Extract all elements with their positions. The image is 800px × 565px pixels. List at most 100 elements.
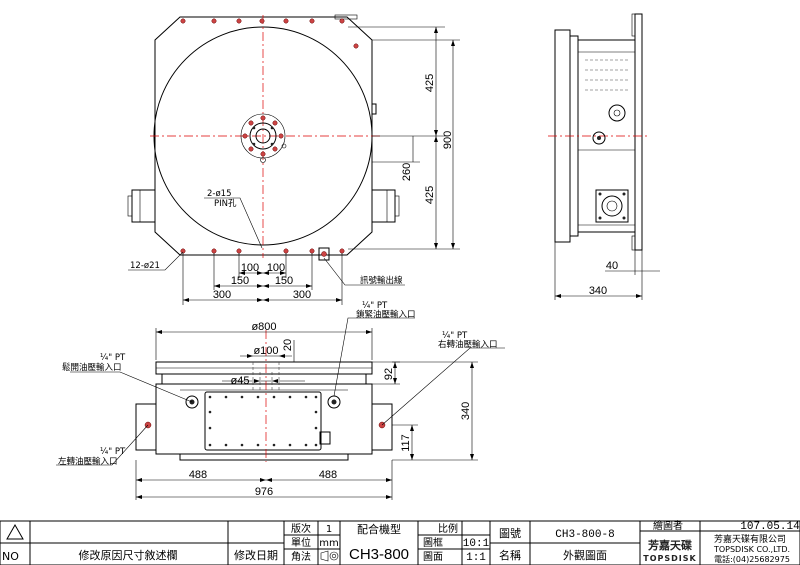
- dim-300-left: 300: [213, 289, 231, 301]
- side-encoder-box: [595, 189, 629, 223]
- center-hub-outer: [240, 113, 286, 159]
- revision-reason-label: 修改原因尺寸敘述欄: [79, 548, 178, 562]
- release-port-label: 鬆開油壓輸入口: [62, 362, 122, 373]
- front-table-base: [161, 373, 367, 385]
- name-value: 外觀圖面: [563, 549, 607, 562]
- top-plate-outline: [154, 16, 373, 256]
- left-cylinder-cap: [127, 195, 133, 217]
- dim-45-dia: ø45: [231, 375, 250, 387]
- projection-symbol-icon: [320, 550, 339, 562]
- center-bore: [255, 128, 271, 144]
- top-view-horizontal-dims: [182, 253, 343, 305]
- dim-20: 20: [282, 339, 294, 351]
- clamp-port-label: 鎖緊油壓輸入口: [356, 309, 416, 320]
- dim-976: 976: [255, 486, 273, 498]
- scale-view-value: 1:1: [466, 552, 486, 564]
- pin-hole-note-sub: PIN孔: [214, 199, 237, 209]
- unit-label: 單位: [291, 536, 311, 549]
- clamp-port-pt: ¼" PT: [362, 301, 388, 311]
- right-cylinder-cap: [394, 195, 400, 217]
- version-value: 1: [326, 524, 332, 535]
- dim-117: 117: [400, 434, 412, 452]
- signal-outlet-note: 訊號輸出線: [360, 275, 403, 286]
- pin-hole-leader: [204, 197, 263, 249]
- side-fitting-upper: [608, 104, 626, 122]
- model-label: 配合機型: [357, 522, 401, 536]
- right-port-pt: ¼" PT: [442, 331, 468, 341]
- front-body: [155, 383, 373, 455]
- scale-frame-value: 10:1: [463, 538, 490, 550]
- front-view: ø800 ø100 ø45 20 92 340 117 488 488 976 …: [56, 301, 505, 500]
- checker-label: 繪圖者: [653, 519, 683, 532]
- right-cylinder: [371, 189, 396, 223]
- name-label: 名稱: [499, 548, 521, 562]
- dim-100-right: 100: [267, 262, 285, 274]
- dim-260: 260: [401, 163, 413, 181]
- right-port-leader: [381, 347, 505, 426]
- scale-frame-label: 圖框: [423, 536, 443, 549]
- model-value: CH3-800: [349, 546, 409, 563]
- pin-hole-note: 2-ø15: [207, 189, 232, 199]
- company-logo: 芳嘉天碟 TOPSDISK: [643, 538, 696, 563]
- front-foot: [179, 453, 349, 461]
- dim-300-right: 300: [293, 289, 311, 301]
- front-cover-plate: [204, 391, 322, 451]
- dim-900: 900: [442, 131, 454, 149]
- release-port-pt: ¼" PT: [100, 353, 126, 363]
- left-cylinder: [131, 189, 156, 223]
- dim-425-upper: 425: [424, 74, 436, 92]
- date-value: 107.05.14: [740, 521, 800, 533]
- right-port-label: 右轉油壓輸入口: [438, 339, 498, 350]
- signal-outlet-leader: [323, 257, 405, 286]
- release-port-leader: [70, 371, 193, 403]
- dim-100-left: 100: [241, 262, 259, 274]
- dim-100-dia: ø100: [253, 345, 278, 357]
- drawing-no-value: CH3-800-8: [555, 529, 614, 541]
- dim-800-dia: ø800: [251, 321, 276, 333]
- top-plate-tab: [334, 14, 358, 20]
- version-label: 版次: [291, 522, 311, 535]
- scale-label: 比例: [438, 522, 458, 535]
- side-back-plate: [634, 13, 643, 251]
- release-port: [185, 395, 199, 409]
- dim-488-right: 488: [319, 469, 337, 481]
- dim-150-right: 150: [275, 275, 293, 287]
- scale-view-label: 圖面: [423, 551, 443, 563]
- dim-488-left: 488: [189, 469, 207, 481]
- top-view-vertical-dims: [348, 26, 460, 250]
- hub-bolt-holes: [242, 115, 287, 163]
- title-block: [0, 520, 800, 565]
- logo-cn: 芳嘉天碟: [648, 538, 692, 552]
- unit-value: mm: [319, 538, 338, 549]
- left-port-pt: ¼" PT: [100, 447, 126, 457]
- dim-425-lower: 425: [424, 186, 436, 204]
- warning-triangle-icon: [6, 523, 24, 540]
- logo-en: TOPSDISK: [643, 554, 696, 563]
- company-name-cn: 芳嘉天碟有限公司: [714, 533, 786, 545]
- side-view: 40 340: [548, 13, 660, 300]
- clamp-port-leader: [333, 317, 415, 397]
- company-phone: 電話:(04)25682975: [714, 554, 790, 564]
- dim-340-front: 340: [460, 402, 472, 420]
- left-port-label: 左轉油壓輸入口: [58, 456, 118, 467]
- front-right-cylinder: [371, 403, 393, 451]
- top-view: 425 900 260 425 100 100 150 150 300 300 …: [127, 14, 460, 305]
- bolt-holes-leader: [128, 251, 184, 271]
- left-port-leader: [56, 424, 149, 466]
- center-hub: [249, 122, 277, 150]
- company-name-en: TOPSDISK CO.,LTD.: [713, 545, 790, 554]
- dim-340-side: 340: [589, 285, 607, 297]
- angle-label: 角法: [291, 550, 311, 563]
- right-side-knob: [371, 103, 377, 115]
- dim-150-left: 150: [231, 275, 249, 287]
- side-fitting-middle: [592, 131, 606, 145]
- dim-40: 40: [606, 260, 618, 272]
- front-view-dims: [135, 328, 478, 500]
- side-view-dims: [554, 242, 660, 300]
- front-left-cylinder: [135, 403, 157, 451]
- drawing-no-label: 圖號: [499, 527, 521, 540]
- bolt-holes-note: 12-ø21: [130, 261, 160, 271]
- signal-outlet-fitting: [318, 247, 330, 261]
- cover-screws: [208, 395, 318, 447]
